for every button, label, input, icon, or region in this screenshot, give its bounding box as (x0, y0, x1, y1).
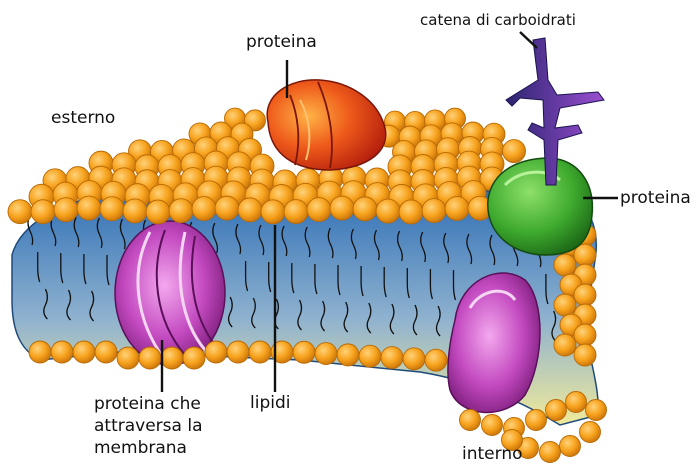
glycoprotein (488, 158, 593, 255)
label-carbohydrate-chain: catena di carboidrati (420, 10, 576, 30)
label-protein-top: proteina (246, 32, 317, 52)
label-protein-right: proteina (620, 188, 691, 208)
peripheral-protein-top (267, 80, 386, 170)
label-lipids: lipidi (250, 393, 290, 413)
label-inside: interno (462, 444, 523, 464)
label-transmembrane-protein: proteina che attraversa la membrana (94, 393, 202, 459)
label-outside: esterno (51, 108, 115, 128)
